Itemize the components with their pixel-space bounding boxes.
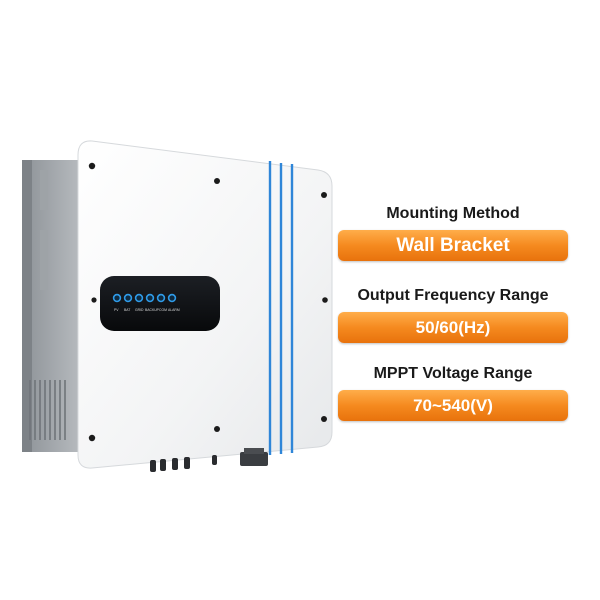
- cooling-fins: [29, 380, 66, 440]
- spec-mounting-method: Mounting Method Wall Bracket: [338, 204, 568, 261]
- led-label-grid: GRID: [135, 308, 144, 312]
- spec-value-pill: 70~540(V): [338, 390, 568, 421]
- spec-title: Output Frequency Range: [357, 287, 549, 304]
- display-panel: PV BAT GRID BACKUP COM ALARM: [100, 276, 220, 331]
- status-leds: [112, 293, 177, 303]
- spec-mppt-voltage: MPPT Voltage Range 70~540(V): [338, 364, 568, 421]
- bottom-connectors: [150, 448, 268, 472]
- heatsink: [22, 160, 84, 452]
- spec-value-pill: 50/60(Hz): [338, 312, 568, 343]
- screws: [88, 162, 328, 442]
- spec-title: Mounting Method: [386, 205, 520, 222]
- spec-value-pill: Wall Bracket: [338, 230, 568, 261]
- blue-stripes: [268, 161, 294, 455]
- led-label-bat: BAT: [124, 308, 130, 312]
- spec-title: MPPT Voltage Range: [373, 365, 533, 382]
- spec-output-frequency: Output Frequency Range 50/60(Hz): [338, 286, 568, 343]
- led-label-backup: BACKUP: [145, 308, 160, 312]
- led-label-alarm: ALARM: [168, 308, 180, 312]
- led-label-com: COM: [159, 308, 167, 312]
- led-label-pv: PV: [114, 308, 119, 312]
